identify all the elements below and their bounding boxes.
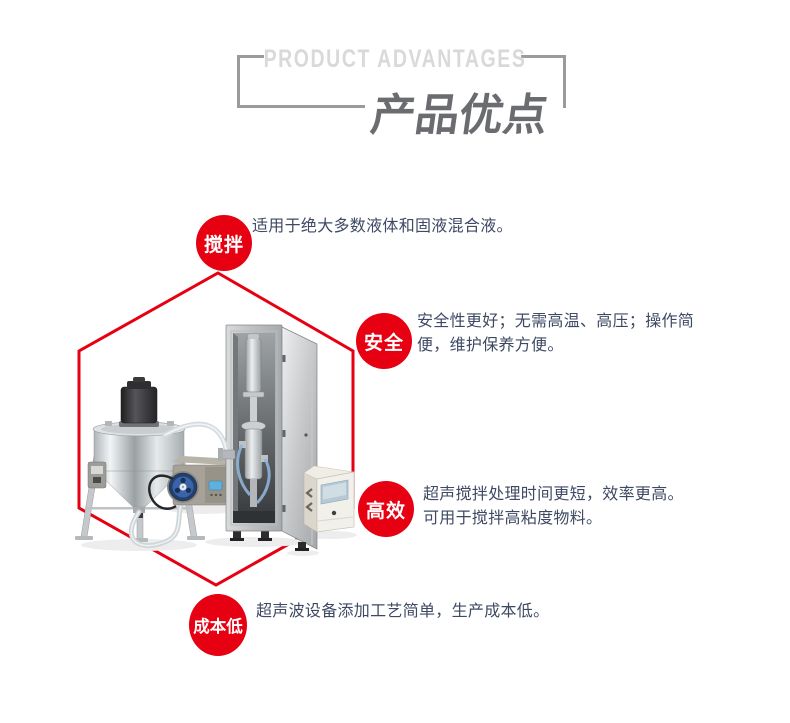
advantage-badge-low-cost: 成本低 — [189, 594, 247, 656]
advantage-text-line: 安全性更好；无需高温、高压；操作简 — [417, 313, 695, 330]
product-photo — [75, 324, 357, 556]
pump-cable — [148, 474, 177, 510]
motor-illustration — [120, 386, 158, 424]
ultrasonic-probe-illustration — [236, 334, 271, 507]
advantage-text-efficiency: 超声搅拌处理时间更短，效率更高。 可用于搅拌高粘度物料。 — [423, 483, 684, 530]
advantage-text-line: 超声搅拌处理时间更短，效率更高。 — [423, 486, 684, 503]
bracket-left-top — [237, 55, 264, 58]
mixing-tank-illustration — [75, 377, 205, 542]
advantage-text-line: 适用于绝大多数液体和固液混合液。 — [252, 218, 513, 235]
advantage-badge-safety: 安全 — [356, 313, 412, 369]
section-title-en: PRODUCT ADVANTAGES — [263, 45, 527, 73]
advantage-text-line: 可用于搅拌高粘度物料。 — [423, 509, 603, 527]
bracket-left-vertical — [237, 55, 240, 108]
peristaltic-pump-illustration — [148, 456, 235, 510]
hose-tank-to-pump — [128, 502, 184, 549]
advantage-text-low-cost: 超声波设备添加工艺简单，生产成本低。 — [256, 600, 549, 624]
ultrasonic-cabinet-illustration — [225, 324, 318, 551]
advantage-badge-efficiency: 高效 — [358, 481, 414, 537]
advantage-text-line: 超声波设备添加工艺简单，生产成本低。 — [256, 603, 550, 620]
bracket-right-top — [521, 55, 566, 58]
advantage-text-line: 便，维护保养方便。 — [417, 336, 564, 354]
advantage-text-safety: 安全性更好；无需高温、高压；操作简 便，维护保养方便。 — [417, 310, 694, 357]
bracket-right-vertical — [563, 55, 566, 108]
pump-display — [208, 480, 223, 491]
bracket-left-bottom — [237, 105, 365, 108]
advantage-text-mixing: 适用于绝大多数液体和固液混合液。 — [252, 215, 513, 239]
advantage-badge-mixing: 搅拌 — [196, 215, 252, 271]
generator-box-illustration — [303, 465, 355, 533]
hose-tank-to-cabinet — [162, 421, 236, 461]
